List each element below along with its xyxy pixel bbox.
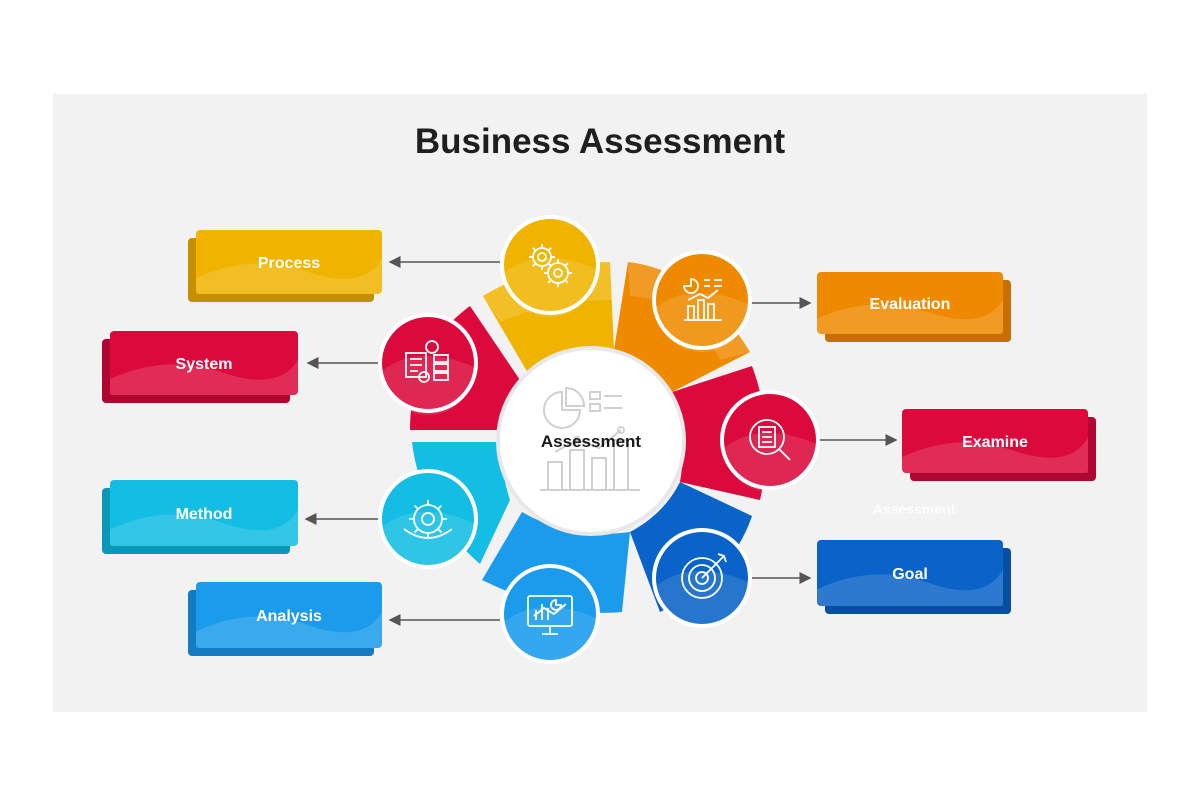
box-label-method: Method: [176, 506, 233, 523]
box-label-goal: Goal: [892, 566, 928, 583]
box-label-examine: Examine: [962, 434, 1028, 451]
circle-method: [378, 469, 478, 572]
box-analysis: Analysis: [188, 582, 382, 656]
box-goal: Goal: [817, 540, 1011, 614]
box-wave-analysis: [196, 611, 382, 648]
box-label-evaluation: Evaluation: [870, 296, 951, 313]
icon-circles: [378, 215, 820, 667]
circle-analysis: [500, 564, 600, 667]
box-face-evaluation: [817, 272, 1003, 334]
system-flow-icon: [405, 340, 449, 383]
box-wave-method: [110, 509, 298, 546]
box-wave-system: [110, 359, 298, 395]
circle-evaluation: [652, 250, 752, 353]
connector-arrows: [304, 256, 898, 626]
box-face-system: [110, 331, 298, 395]
page-title: Business Assessment: [414, 122, 786, 161]
box-label-analysis: Analysis: [256, 608, 322, 625]
box-wave-examine: [902, 437, 1088, 473]
box-process: Process: [188, 230, 382, 302]
box-wave-process: [196, 258, 382, 294]
dashboard-icon: [540, 386, 640, 491]
box-examine: Examine: [902, 409, 1096, 481]
circle-process: [500, 215, 600, 318]
magnifier-document-icon: [749, 419, 791, 461]
box-face-method: [110, 480, 298, 546]
chart-analytics-icon: [683, 278, 722, 321]
box-evaluation: Evaluation: [817, 272, 1011, 342]
label-boxes: ProcessEvaluationSystemExamineMethodGoal…: [102, 230, 1096, 656]
box-label-process: Process: [258, 255, 320, 272]
circle-goal: [652, 528, 752, 631]
box-wave-evaluation: [817, 299, 1003, 334]
box-method: Method: [102, 480, 298, 554]
gears-icon: [529, 244, 572, 287]
box-label-system: System: [176, 356, 233, 373]
circle-system: [378, 313, 478, 416]
circle-examine: [720, 390, 820, 493]
center-label: Assessment: [541, 432, 642, 451]
box-face-process: [196, 230, 382, 294]
gear-cycle-icon: [403, 500, 453, 539]
box-wave-goal: [817, 569, 1003, 606]
box-system: System: [102, 331, 298, 403]
box-face-goal: [817, 540, 1003, 606]
faint-assessment-label: Assessment: [873, 501, 956, 517]
monitor-chart-icon: [527, 595, 573, 635]
center-hub: Assessment: [496, 346, 686, 536]
box-face-examine: [902, 409, 1088, 473]
box-face-analysis: [196, 582, 382, 648]
target-icon: [681, 553, 727, 599]
